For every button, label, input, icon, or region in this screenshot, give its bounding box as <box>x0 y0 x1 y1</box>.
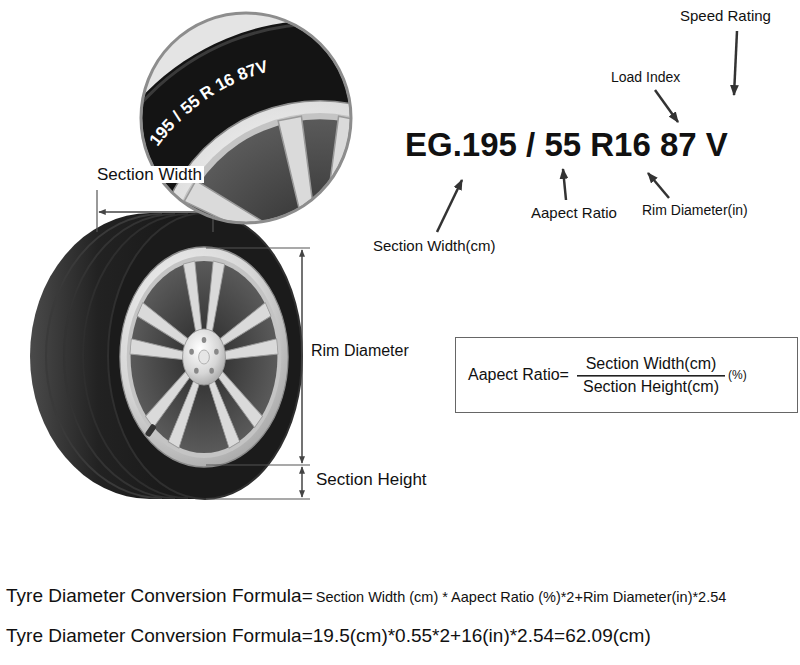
dimension-line <box>301 467 303 497</box>
callout-label: Aapect Ratio <box>531 205 617 220</box>
magnifier-ring <box>141 13 351 223</box>
wheel-hub <box>183 329 226 385</box>
dimension-label: Section Width <box>95 166 204 183</box>
magnifier-view <box>75 8 565 510</box>
tyre-sidewall <box>108 213 302 499</box>
lug-nut <box>214 349 219 355</box>
tyre-edge <box>79 24 561 506</box>
callout-arrow <box>734 31 737 95</box>
wheel-rim <box>120 247 288 467</box>
fraction-denominator: Section Height(cm) <box>583 379 719 395</box>
sidewall-character: R <box>197 82 217 103</box>
dimension-label: Section Height <box>316 471 427 488</box>
callout-arrow <box>655 90 678 122</box>
valve-stem <box>145 423 157 437</box>
sidewall-marking: 195 / 55 R 16 87V <box>120 40 290 170</box>
formula-text: Section Width (cm) * Aapect Ratio (%)*2+… <box>316 590 727 605</box>
dimension-tick <box>96 190 97 232</box>
callout-label: Load Index <box>611 70 680 84</box>
fraction-numerator: Section Width(cm) <box>586 356 717 372</box>
fraction-bar <box>577 375 725 377</box>
callout-label: Speed Rating <box>680 8 771 23</box>
formula-box: Aapect Ratio= Section Width(cm) Section He… <box>455 337 798 413</box>
wheel-spoke <box>345 179 474 292</box>
fraction-bar-line <box>577 375 725 377</box>
dimension-tick <box>206 247 310 248</box>
rim-opening <box>174 119 465 410</box>
wheel-spoke <box>128 302 192 375</box>
dimension-label: Rim Diameter <box>311 343 409 359</box>
dimension-line <box>99 211 211 213</box>
wheel-spoke <box>217 302 281 375</box>
center-cap <box>199 350 210 364</box>
rim-lip <box>120 247 288 467</box>
formula-text: Tyre Diameter Conversion Formula=19.5(cm… <box>6 626 651 645</box>
wheel-spoke <box>183 261 224 331</box>
callout-arrow <box>437 180 462 232</box>
dimension-line <box>301 250 303 463</box>
callout-arrow <box>563 169 566 200</box>
dimension-tick <box>206 498 310 499</box>
formula-heading: Tyre Diameter Conversion Formula= <box>6 586 313 605</box>
rim-inner-lip <box>127 256 282 458</box>
lug-nut <box>194 368 199 374</box>
percent-unit: (%) <box>728 369 747 381</box>
ratio-label: Aapect Ratio= <box>468 367 569 383</box>
lug-nut <box>202 337 207 343</box>
zoomed-tyre <box>75 20 565 510</box>
callout-arrow <box>648 173 669 198</box>
callout-label: Section Width(cm) <box>373 238 496 253</box>
dimension-tick <box>206 464 310 465</box>
tyre-tread <box>30 213 302 499</box>
tyre-size-code: EG.195 / 55 R16 87 V <box>405 128 728 161</box>
wheel-spoke <box>166 179 295 292</box>
lug-nut <box>209 368 214 374</box>
rim-opening <box>131 261 278 453</box>
lug-nut <box>189 349 194 355</box>
callout-label: Rim Diameter(in) <box>642 203 748 217</box>
